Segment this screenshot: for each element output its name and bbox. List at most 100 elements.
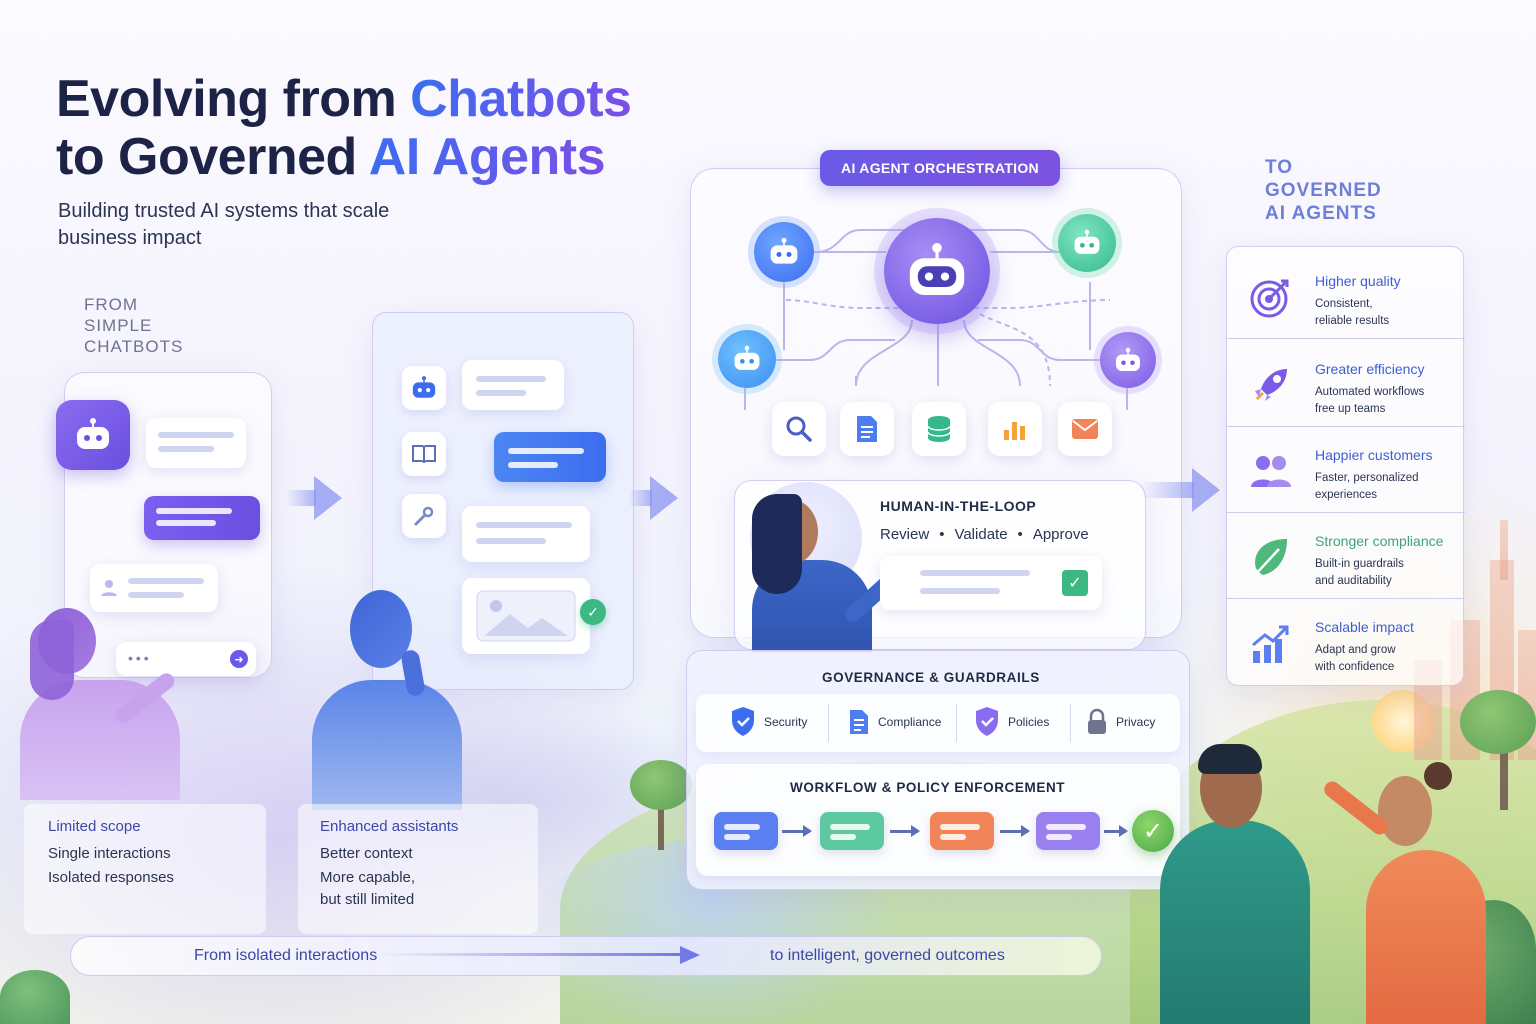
- stage-to-label-line1: TO: [1265, 157, 1294, 178]
- banner-arrow-head: [680, 946, 700, 964]
- orchestration-connectors: [744, 229, 1128, 410]
- policy-shield-icon: [976, 707, 998, 736]
- hitl-step-approve: Approve: [1032, 526, 1089, 543]
- workflow-complete-check-icon: ✓: [1132, 810, 1174, 852]
- hitl-separator-1: •: [939, 526, 945, 543]
- mail-icon: [1058, 402, 1112, 456]
- send-icon[interactable]: ➜: [230, 650, 248, 668]
- stage-from-label-line1: FROM: [84, 295, 139, 314]
- typing-dots-icon: •••: [128, 650, 152, 666]
- workflow-step-3: [930, 812, 994, 850]
- stage-from-caption-title: Limited scope: [48, 818, 141, 835]
- foliage-bottom-left: [0, 970, 70, 1024]
- robot-icon: [402, 366, 446, 410]
- chat-input-box[interactable]: ••• ➜: [116, 642, 256, 676]
- governance-item-security: Security: [730, 706, 807, 738]
- workflow-step-4: [1036, 812, 1100, 850]
- page-title: Evolving from Chatbots to Governed AI Ag…: [56, 70, 632, 186]
- stage-from-label-line2: SIMPLE: [84, 316, 153, 335]
- search-icon: [772, 402, 826, 456]
- target-icon: [1250, 279, 1289, 318]
- tools-icon: [402, 494, 446, 538]
- benefit-title: Stronger compliance: [1315, 533, 1444, 549]
- progress-arrow-2-head: [650, 476, 678, 520]
- shield-icon: [732, 707, 754, 736]
- stage-from-caption-line2: Isolated responses: [48, 869, 174, 886]
- title-line2-part1: to Governed: [56, 128, 369, 186]
- progress-arrow-1-head: [314, 476, 342, 520]
- benefit-desc: Consistent,reliable results: [1315, 298, 1390, 327]
- compliance-document-icon: [850, 710, 868, 734]
- benefit-title: Higher quality: [1315, 273, 1401, 289]
- benefits-panel: Higher quality Consistent,reliable resul…: [1226, 246, 1465, 686]
- agent-bot-icon-purple: [1100, 332, 1156, 388]
- governance-item-policies: Policies: [974, 706, 1049, 738]
- progress-arrow-2: [628, 490, 652, 506]
- people-icon: [1251, 456, 1291, 487]
- hitl-step-review: Review: [880, 526, 930, 543]
- assistant-bubble-2: [494, 432, 606, 482]
- page-subtitle: Building trusted AI systems that scale b…: [58, 200, 390, 249]
- central-agent-bot-icon: [884, 218, 990, 324]
- stage-middle-caption-title: Enhanced assistants: [320, 818, 459, 835]
- banner-left-text: From isolated interactions: [194, 947, 378, 964]
- image-placeholder-icon: [476, 590, 576, 642]
- stage-from-label: FROM SIMPLE CHATBOTS: [84, 294, 183, 357]
- stage-from-label-line3: CHATBOTS: [84, 337, 184, 356]
- image-card: [462, 578, 590, 654]
- governance-title: GOVERNANCE & GUARDRAILS: [822, 670, 1040, 685]
- title-line1-accent: Chatbots: [410, 70, 632, 128]
- stage-to-label-line3: AI AGENTS: [1265, 203, 1377, 224]
- approval-card[interactable]: ✓: [880, 556, 1102, 610]
- title-line2-accent: AI Agents: [368, 128, 606, 186]
- book-icon: [402, 432, 446, 476]
- stage-to-label-line2: GOVERNED: [1265, 180, 1382, 201]
- chat-bubble-user: [144, 496, 260, 540]
- benefit-title: Greater efficiency: [1315, 361, 1425, 377]
- stage-from-caption-line1: Single interactions: [48, 845, 171, 862]
- progress-arrow-1: [286, 490, 316, 506]
- hitl-separator-2: •: [1017, 526, 1023, 543]
- workflow-step-1: [714, 812, 778, 850]
- governance-label-policies: Policies: [1008, 715, 1050, 729]
- bottom-banner: [70, 936, 1102, 976]
- banner-arrow: [380, 953, 680, 956]
- stage-from-caption: Limited scope Single interactions Isolat…: [24, 804, 266, 934]
- workflow-arrow-3: [1000, 825, 1030, 837]
- check-icon: ✓: [580, 599, 606, 625]
- governance-item-compliance: Compliance: [848, 708, 941, 736]
- workflow-arrow-4: [1104, 825, 1128, 837]
- workflow-step-2: [820, 812, 884, 850]
- chatbot-avatar-icon: [56, 400, 130, 470]
- benefit-title: Happier customers: [1315, 447, 1433, 463]
- user-icon: [101, 580, 117, 596]
- governance-label-compliance: Compliance: [878, 715, 942, 729]
- orchestration-title: AI AGENT ORCHESTRATION: [820, 150, 1060, 186]
- workflow-arrow-2: [890, 825, 920, 837]
- agent-bot-icon-cyan: [718, 330, 776, 388]
- rocket-icon: [1255, 369, 1287, 401]
- progress-arrow-3-head: [1192, 468, 1220, 512]
- approve-check-icon[interactable]: ✓: [1062, 570, 1088, 596]
- workflow-arrow-1: [782, 825, 812, 837]
- benefit-higher-quality: Higher quality Consistent,reliable resul…: [1227, 253, 1465, 339]
- database-icon: [912, 402, 966, 456]
- chat-bubble-profile: [90, 564, 218, 612]
- banner-right-text: to intelligent, governed outcomes: [770, 947, 1005, 964]
- lock-icon: [1088, 708, 1106, 734]
- chat-bubble-bot: [146, 418, 246, 468]
- stage-to-label: TO GOVERNED AI AGENTS: [1265, 156, 1382, 225]
- hitl-step-validate: Validate: [954, 526, 1008, 543]
- leaf-icon: [1254, 539, 1287, 576]
- assistant-bubble-1: [462, 360, 564, 410]
- governance-label-privacy: Privacy: [1116, 715, 1156, 729]
- governance-item-privacy: Privacy: [1086, 708, 1155, 736]
- agent-bot-icon-green: [1058, 214, 1116, 272]
- stage-middle-caption-line3: but still limited: [320, 891, 415, 908]
